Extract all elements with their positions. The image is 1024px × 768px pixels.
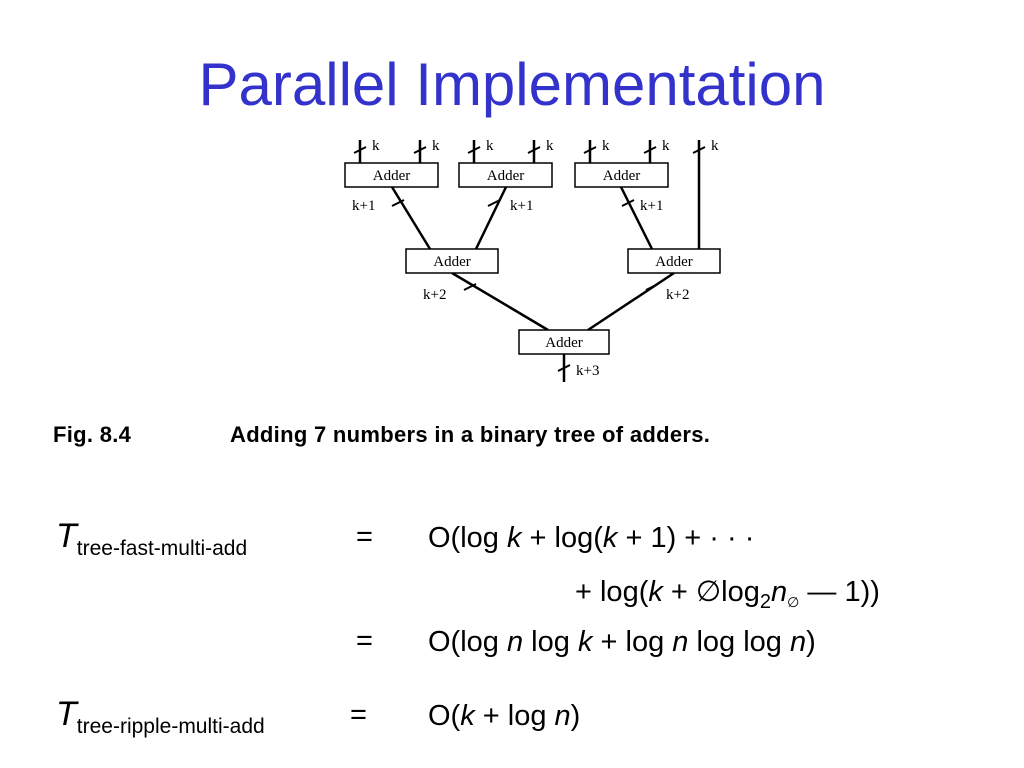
adder-sum-wire (451, 271, 549, 332)
var-n: n (672, 626, 689, 658)
bus-width-tick (391, 199, 405, 207)
bus-width-label: k+2 (666, 287, 689, 303)
var-n: n (771, 576, 788, 608)
adder-sum-wire (587, 271, 675, 332)
bus-width-tick (621, 199, 635, 207)
bus-width-tick (583, 146, 597, 154)
bus-width-label: k (546, 138, 554, 154)
var-k: k (577, 626, 593, 658)
equals-sign: = (356, 625, 373, 657)
ripple-rhs: O(k + log n) (428, 699, 580, 733)
ripple-multi-add-lhs: Ttree-ripple-multi-add (56, 695, 265, 738)
fast-rhs-line2: + log(k + ∅log2n∅ — 1)) (575, 575, 880, 613)
eq-text: ) (806, 626, 816, 658)
equals-sign: = (356, 521, 373, 553)
var-n: n (789, 626, 807, 658)
bus-width-tick (487, 199, 501, 207)
var-k: k (460, 700, 475, 732)
figure-caption: Fig. 8.4 Adding 7 numbers in a binary tr… (53, 422, 710, 448)
bus-width-label: k+3 (576, 363, 599, 379)
eq-text: + log (474, 700, 555, 732)
adder-box (627, 248, 721, 274)
bus-width-label: k (662, 138, 670, 154)
bus-width-label: k+1 (352, 198, 375, 214)
bus-width-tick (413, 146, 427, 154)
adder-label: Adder (655, 254, 693, 270)
bus-width-tick (353, 146, 367, 154)
bus-width-label: k (432, 138, 440, 154)
slide-title: Parallel Implementation (198, 51, 826, 118)
adder-label: Adder (545, 335, 583, 351)
eq-text: + 1) + · · · (617, 522, 755, 554)
bus-width-tick (645, 283, 659, 291)
adder-label: Adder (603, 168, 641, 184)
time-symbol: T (56, 695, 77, 733)
var-k: k (602, 522, 618, 554)
bus-width-label: k (602, 138, 610, 154)
eq-text: + log( (575, 576, 649, 608)
var-k: k (648, 576, 663, 608)
bus-width-tick (557, 364, 571, 372)
bus-width-label: k (486, 138, 494, 154)
adder-box (458, 162, 553, 188)
adder-box (405, 248, 499, 274)
bus-width-label: k (711, 138, 719, 154)
figure-description: Adding 7 numbers in a binary tree of add… (230, 422, 711, 447)
bus-width-label: k+1 (510, 198, 533, 214)
eq-text: O(log (428, 522, 507, 554)
fast-rhs-line3: O(log n log k + log n log log n) (428, 625, 816, 659)
bus-width-tick (463, 283, 477, 291)
eq-text: ) (570, 700, 581, 732)
adder-box (574, 162, 669, 188)
fast-rhs-line1: O(log k + log(k + 1) + · · · (428, 521, 754, 555)
bus-width-tick (527, 146, 541, 154)
eq-text: + ∅log (662, 576, 760, 608)
eq-text: — 1)) (799, 576, 880, 608)
adder-sum-wire (619, 186, 654, 250)
adder-label: Adder (373, 168, 411, 184)
eq-text: + log (592, 626, 673, 658)
time-symbol: T (56, 517, 77, 555)
fast-multi-add-lhs: Ttree-fast-multi-add (56, 517, 248, 560)
bus-width-label: k (372, 138, 380, 154)
figure-number: Fig. 8.4 (53, 422, 132, 447)
var-n: n (554, 700, 571, 732)
bus-width-label: k+2 (423, 287, 446, 303)
var-n: n (506, 626, 524, 658)
adder-box (344, 162, 439, 188)
bus-width-tick (467, 146, 481, 154)
eq-text: O(log (428, 626, 507, 658)
var-k: k (506, 522, 522, 554)
adder-box (518, 329, 610, 355)
eq-text: O( (428, 700, 461, 732)
bus-width-label: k+1 (640, 198, 663, 214)
ripple-subscript: tree-ripple-multi-add (76, 715, 265, 738)
adder-sum-wire (390, 186, 432, 250)
bus-width-tick (643, 146, 657, 154)
adder-sum-wire (474, 186, 508, 250)
eq-text: log (523, 626, 578, 658)
adder-label: Adder (487, 168, 525, 184)
eq-text: log log (688, 626, 790, 658)
log-base: 2 (759, 591, 771, 613)
adder-label: Adder (433, 254, 471, 270)
equals-sign: = (350, 699, 367, 731)
bus-width-tick (692, 146, 706, 154)
eq-text: + log( (521, 522, 603, 554)
empty-set-symbol: ∅ (787, 594, 800, 610)
fast-subscript: tree-fast-multi-add (76, 537, 248, 560)
